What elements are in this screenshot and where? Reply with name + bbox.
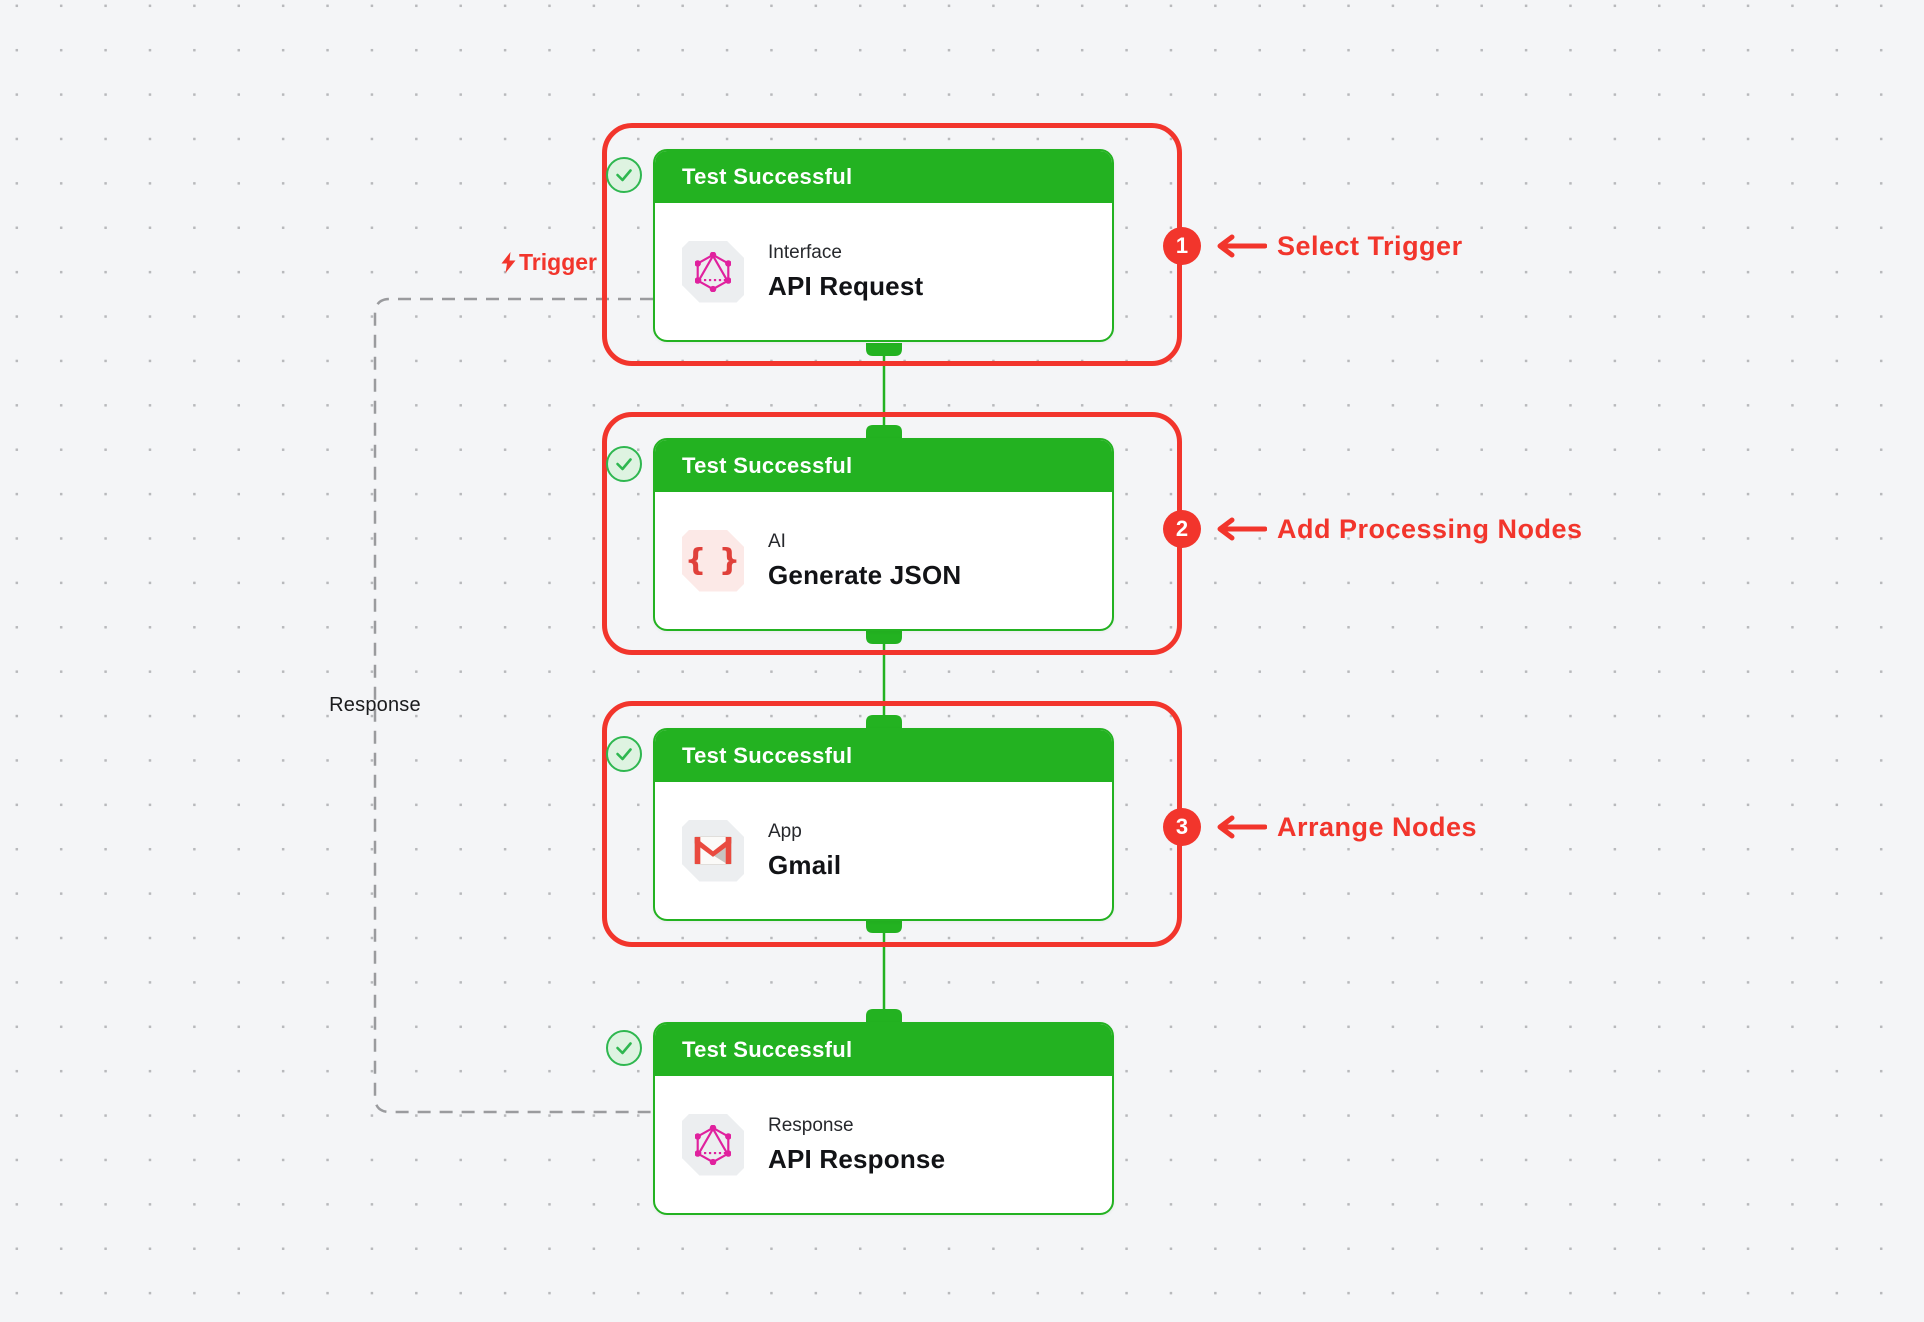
node-body: App Gmail xyxy=(655,782,1112,919)
test-success-check-icon xyxy=(606,1030,642,1066)
node-status-text: Test Successful xyxy=(682,453,853,478)
left-arrow-icon xyxy=(1217,815,1267,839)
graphql-icon xyxy=(682,240,744,303)
node-category-label: AI xyxy=(768,530,786,552)
test-success-check-icon xyxy=(606,736,642,772)
node-body: { } AI Generate JSON xyxy=(655,492,1112,629)
test-success-check-icon xyxy=(606,157,642,193)
annotation-number-badge: 3 xyxy=(1163,808,1201,846)
node-title: Generate JSON xyxy=(768,559,962,590)
node-title: API Response xyxy=(768,1143,946,1174)
gmail-icon xyxy=(682,819,744,882)
node-status-text: Test Successful xyxy=(682,1037,853,1062)
annotation-add-processing-nodes: 2 Add Processing Nodes xyxy=(1163,510,1583,548)
node-status-bar: Test Successful xyxy=(655,1024,1112,1076)
graphql-icon xyxy=(682,1113,744,1176)
annotation-number-badge: 2 xyxy=(1163,510,1201,548)
node-body: Interface API Request xyxy=(655,203,1112,340)
annotation-select-trigger: 1 Select Trigger xyxy=(1163,227,1463,265)
node-api-response[interactable]: Test Successful xyxy=(606,1022,1114,1215)
node-category-label: Interface xyxy=(768,241,842,263)
trigger-edge-label: Trigger xyxy=(501,249,597,276)
node-card[interactable]: Test Successful App Gmail xyxy=(653,728,1114,921)
test-success-check-icon xyxy=(606,446,642,482)
response-edge-label: Response xyxy=(329,694,421,716)
node-body: Response API Response xyxy=(655,1076,1112,1213)
left-arrow-icon xyxy=(1217,234,1267,258)
node-status-bar: Test Successful xyxy=(655,440,1112,492)
node-title: API Request xyxy=(768,270,924,301)
left-arrow-icon xyxy=(1217,517,1267,541)
node-card[interactable]: Test Successful xyxy=(653,149,1114,342)
node-status-bar: Test Successful xyxy=(655,151,1112,203)
annotation-arrange-nodes: 3 Arrange Nodes xyxy=(1163,808,1477,846)
annotation-label: Select Trigger xyxy=(1277,230,1463,261)
lightning-bolt-icon xyxy=(501,252,516,273)
annotation-number-badge: 1 xyxy=(1163,227,1201,265)
node-title: Gmail xyxy=(768,849,842,880)
node-gmail[interactable]: Test Successful App Gmail xyxy=(606,728,1114,921)
annotation-label: Add Processing Nodes xyxy=(1277,513,1583,544)
node-status-bar: Test Successful xyxy=(655,730,1112,782)
node-card[interactable]: Test Successful { } AI Generate JSON xyxy=(653,438,1114,631)
node-category-label: App xyxy=(768,820,802,842)
annotation-label: Arrange Nodes xyxy=(1277,811,1478,842)
node-category-label: Response xyxy=(768,1114,854,1136)
curly-braces-icon: { } xyxy=(682,529,744,592)
node-card[interactable]: Test Successful xyxy=(653,1022,1114,1215)
node-api-request[interactable]: Test Successful xyxy=(606,149,1114,342)
node-status-text: Test Successful xyxy=(682,164,853,189)
node-status-text: Test Successful xyxy=(682,743,853,768)
node-generate-json[interactable]: Test Successful { } AI Generate JSON xyxy=(606,438,1114,631)
